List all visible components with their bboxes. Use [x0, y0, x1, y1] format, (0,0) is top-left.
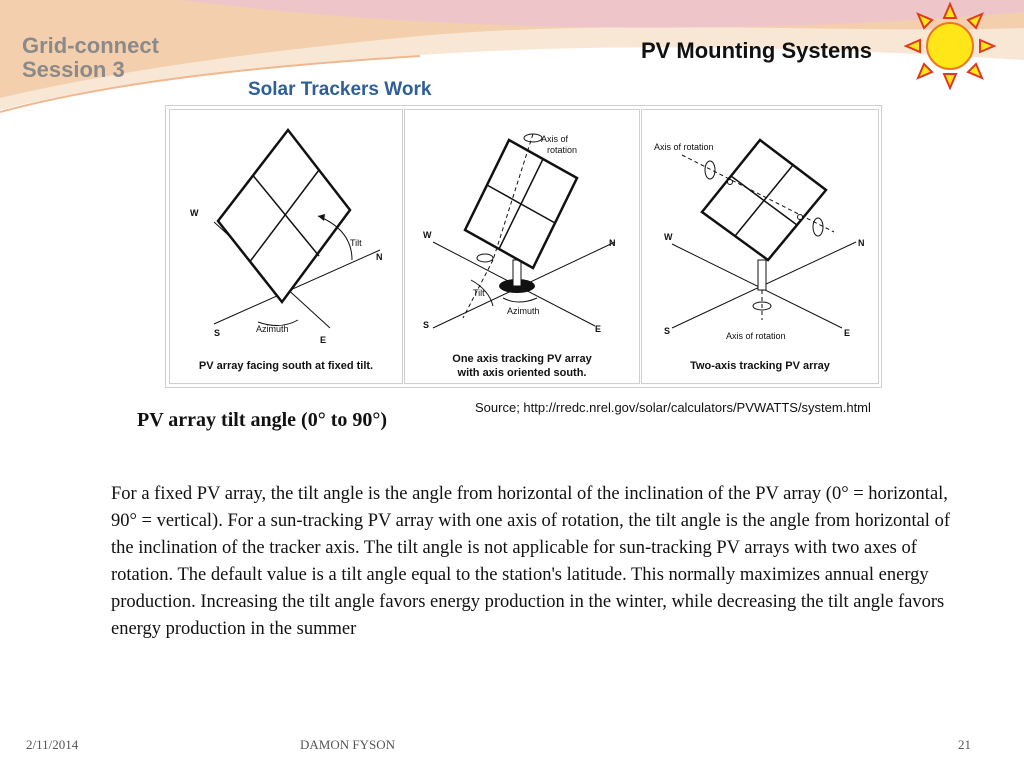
caption-fixed-tilt: PV array facing south at fixed tilt. [198, 360, 374, 372]
panel-one-axis: Axis of rotation W N S E Tilt Azimuth On… [404, 109, 640, 384]
source-citation: Source; http://rredc.nrel.gov/solar/calc… [475, 400, 871, 415]
tilt-angle-heading: PV array tilt angle (0° to 90°) [137, 409, 388, 431]
caption-one-axis-line1: One axis tracking PV array [452, 353, 592, 365]
panel-fixed-tilt: W N S E Tilt Azimuth PV array facing sou… [169, 109, 403, 384]
caption-one-axis-line2: with axis oriented south. [457, 367, 587, 379]
two-axis-diagram [671, 138, 857, 329]
body-paragraph: For a fixed PV array, the tilt angle is … [111, 484, 950, 639]
header-swoosh-decoration [0, 0, 1024, 113]
slide-title: PV Mounting Systems [640, 38, 872, 63]
footer-date: 2/11/2014 [26, 737, 79, 752]
caption-one-axis: One axis tracking PV array with axis ori… [405, 352, 639, 380]
one-axis-diagram [432, 133, 616, 329]
solar-tracker-figure: W N S E Tilt Azimuth PV array facing sou… [165, 105, 882, 388]
footer-author: DAMON FYSON [300, 737, 395, 752]
footer-page-number: 21 [958, 737, 971, 752]
brand-line-2: Session 3 [22, 57, 125, 82]
sun-icon [904, 2, 996, 90]
fixed-tilt-diagram [213, 127, 381, 329]
brand-label: Grid-connect Session 3 [22, 34, 159, 82]
caption-two-axis: Two-axis tracking PV array [690, 360, 830, 372]
slide-subtitle: Solar Trackers Work [248, 79, 432, 100]
brand-line-1: Grid-connect [22, 33, 159, 58]
panel-two-axis: Axis of rotation W N S E Axis of rotatio… [641, 109, 879, 384]
